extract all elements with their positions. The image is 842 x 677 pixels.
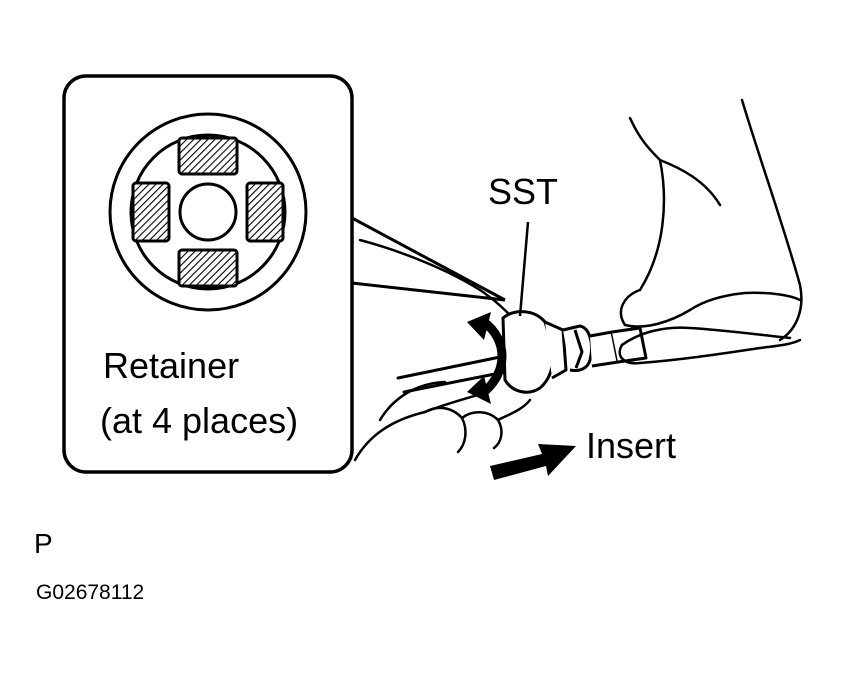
arrow-right-icon — [490, 444, 576, 480]
retainer-note-label: (at 4 places) — [100, 400, 299, 441]
retainer-tab-top — [177, 136, 239, 176]
retainer-tab-right — [245, 181, 285, 243]
retainer-label: Retainer — [103, 345, 240, 386]
sst-label: SST — [488, 171, 559, 212]
view-code-label: P — [34, 528, 53, 559]
figure-id-label: G02678112 — [36, 581, 145, 604]
left-hand — [353, 238, 532, 462]
retainer-tab-bottom — [177, 248, 239, 288]
callout-pointer — [351, 216, 506, 302]
retainer-tab-left — [131, 181, 171, 243]
curved-double-arrow-icon — [467, 312, 507, 404]
right-hand — [618, 98, 803, 365]
hose — [396, 354, 507, 394]
sst-leader-line — [518, 221, 530, 317]
retainer-end-view — [108, 112, 308, 312]
insert-label: Insert — [586, 425, 677, 466]
